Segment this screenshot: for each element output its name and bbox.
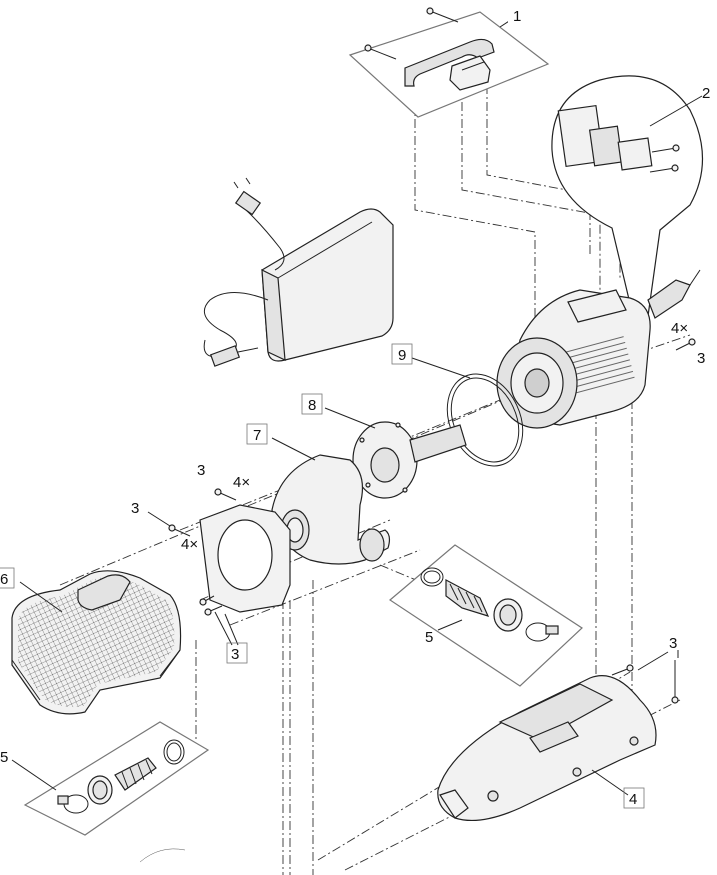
pump-inlet-thread <box>359 528 385 562</box>
impeller-shaft <box>409 424 467 463</box>
callout-5-right: 5 <box>425 629 433 646</box>
callout-4x-gasket-left: 4× <box>181 536 198 553</box>
callout-6: 6 <box>0 571 8 588</box>
callout-1: 1 <box>513 8 521 25</box>
control-box[interactable] <box>203 177 394 367</box>
cable-connector-icon <box>209 345 259 367</box>
power-plug-icon <box>233 177 262 216</box>
callout-4x-gasket-top: 4× <box>233 474 250 491</box>
callout-3-gasket-left: 3 <box>131 500 139 517</box>
callout-5-left: 5 <box>0 749 8 766</box>
handle-clip <box>449 55 491 91</box>
callout-9: 9 <box>398 347 406 364</box>
handle-screw <box>364 44 397 60</box>
motor-top-switch <box>567 289 627 323</box>
switch-detail-inset[interactable] <box>551 75 703 317</box>
gasket-plate[interactable] <box>199 504 291 613</box>
callout-7: 7 <box>253 427 261 444</box>
callout-4: 4 <box>629 791 637 808</box>
handle-bar <box>404 38 495 87</box>
handle-screw <box>426 7 459 23</box>
callout-3-gasket-top: 3 <box>197 462 205 479</box>
gasket-screw <box>214 488 237 501</box>
handle-frame <box>348 11 550 118</box>
hose-fitting-kit-right[interactable] <box>389 544 583 687</box>
callout-3-base: 3 <box>669 635 677 652</box>
callout-8: 8 <box>308 397 316 414</box>
hose-fitting-kit-left[interactable] <box>23 721 210 836</box>
filter-mesh <box>18 577 175 708</box>
callout-3-motor: 3 <box>697 350 705 367</box>
callout-3-gasket-bottom: 3 <box>231 646 239 663</box>
callout-4x-motor: 4× <box>671 320 688 337</box>
gasket-screw <box>204 605 223 616</box>
motor-shaft-hole <box>524 368 550 398</box>
hose-tail <box>445 579 490 617</box>
impeller[interactable] <box>352 421 467 499</box>
filter-grip <box>77 574 131 611</box>
base-foot <box>439 789 469 819</box>
pump-housing[interactable] <box>271 454 391 565</box>
motor-screw <box>675 338 696 351</box>
seal-ring <box>420 567 444 587</box>
switch-body <box>588 125 624 167</box>
base-screw <box>611 664 634 676</box>
motor-cable-gland <box>647 279 691 319</box>
control-box-housing <box>261 208 394 362</box>
seal-ring <box>163 739 185 765</box>
control-box-side <box>261 268 286 361</box>
motor-unit[interactable] <box>496 269 701 429</box>
callout-2: 2 <box>702 85 710 102</box>
base-screw <box>671 660 679 704</box>
handle-assembly[interactable] <box>348 7 550 118</box>
filter-basket[interactable] <box>11 570 182 715</box>
pump-base[interactable] <box>437 675 657 822</box>
gasket-screw <box>168 524 191 537</box>
base-top-recess <box>498 683 614 741</box>
decal-sketch <box>139 848 186 863</box>
gasket-screw <box>199 595 215 606</box>
hose-kit-frame-left <box>23 721 210 836</box>
base-slot <box>529 721 579 753</box>
switch-cover <box>617 137 653 171</box>
